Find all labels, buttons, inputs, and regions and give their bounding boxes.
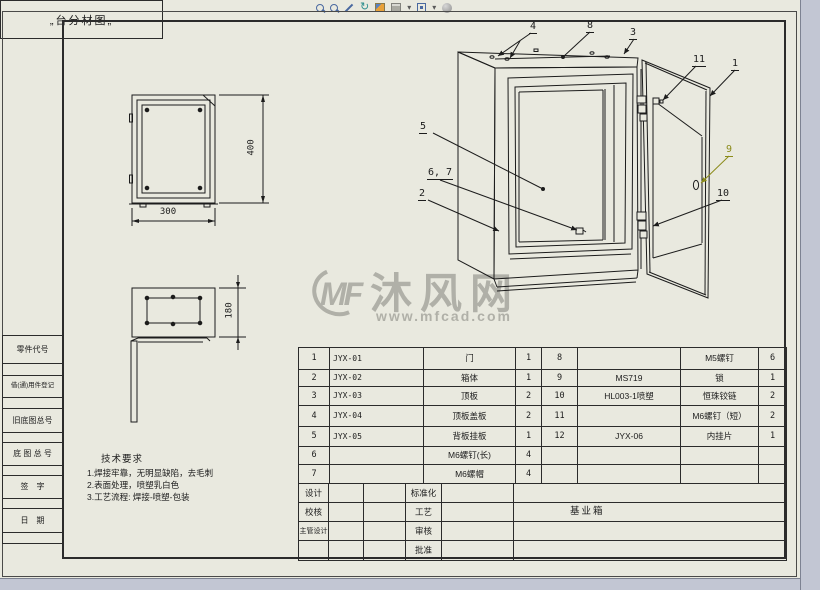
- dim-depth-180: 180: [224, 302, 235, 319]
- margin-cell: [3, 433, 62, 443]
- dropdown-caret-icon[interactable]: ▾: [407, 2, 412, 12]
- margin-cell: [3, 398, 62, 409]
- app-background-bottom: [0, 578, 800, 590]
- sheet-outer-border: [2, 11, 797, 577]
- watermark-logo-icon: MF: [305, 260, 371, 324]
- front-view: [129, 94, 269, 226]
- margin-cell: [3, 499, 62, 509]
- app-background-right: [800, 0, 820, 590]
- top-view: [130, 275, 246, 423]
- balloon-6-7: 6, 7: [427, 167, 454, 180]
- balloon-8: 8: [586, 20, 595, 33]
- margin-label: 零件代号: [3, 336, 62, 364]
- balloon-11: 11: [692, 54, 707, 67]
- margin-cell: [3, 364, 62, 376]
- techreq-item: 1.焊接牢靠，无明显缺陷，去毛刺: [87, 468, 214, 478]
- margin-label: 底 图 总 号: [3, 443, 62, 466]
- table-row: 主管设计 审核: [298, 521, 787, 541]
- table-row: 设计 标准化: [298, 483, 787, 503]
- balloon-1: 1: [731, 58, 740, 71]
- product-name: 基业箱: [513, 502, 787, 522]
- isometric-view: [457, 48, 711, 299]
- dim-width-300: 300: [159, 207, 177, 217]
- title-block: 设计 标准化 校核 工艺 基业箱 主管设计 审核 批准: [298, 483, 787, 561]
- rotate-icon[interactable]: ↻: [360, 1, 370, 13]
- dim-height-400: 400: [246, 139, 257, 156]
- margin-label: 借(通)用件登记: [3, 376, 62, 398]
- balloon-2: 2: [418, 188, 427, 201]
- margin-label: 旧底图总号: [3, 409, 62, 433]
- balloon-9: 9: [725, 144, 734, 157]
- margin-label: 日 期: [3, 509, 62, 533]
- balloon-3: 3: [629, 27, 638, 40]
- balloon-leaders: [427, 31, 736, 232]
- view-toolbar: ↻ ▾ ▾: [316, 1, 453, 14]
- techreq-item: 3.工艺流程: 焊接-喷塑-包装: [87, 492, 190, 502]
- table-row: 校核 工艺 基业箱: [298, 502, 787, 522]
- sphere-icon[interactable]: [442, 2, 453, 13]
- dropdown-caret-icon[interactable]: ▾: [432, 2, 437, 12]
- table-row: 批准: [298, 540, 787, 561]
- balloon-10: 10: [716, 188, 731, 201]
- margin-label-column: 零件代号 借(通)用件登记 旧底图总号 底 图 总 号 签 字 日 期: [2, 335, 62, 544]
- balloon-4: 4: [529, 21, 538, 34]
- watermark-site-name: 沐风网: [370, 270, 521, 317]
- watermark-url: www.mfcad.com: [376, 308, 512, 324]
- techreq-title: 技术要求: [101, 454, 144, 465]
- margin-cell: [3, 466, 62, 476]
- techreq-item: 2.表面处理，喷塑乳白色: [87, 480, 180, 490]
- margin-label: 签 字: [3, 476, 62, 499]
- balloon-5: 5: [419, 121, 428, 134]
